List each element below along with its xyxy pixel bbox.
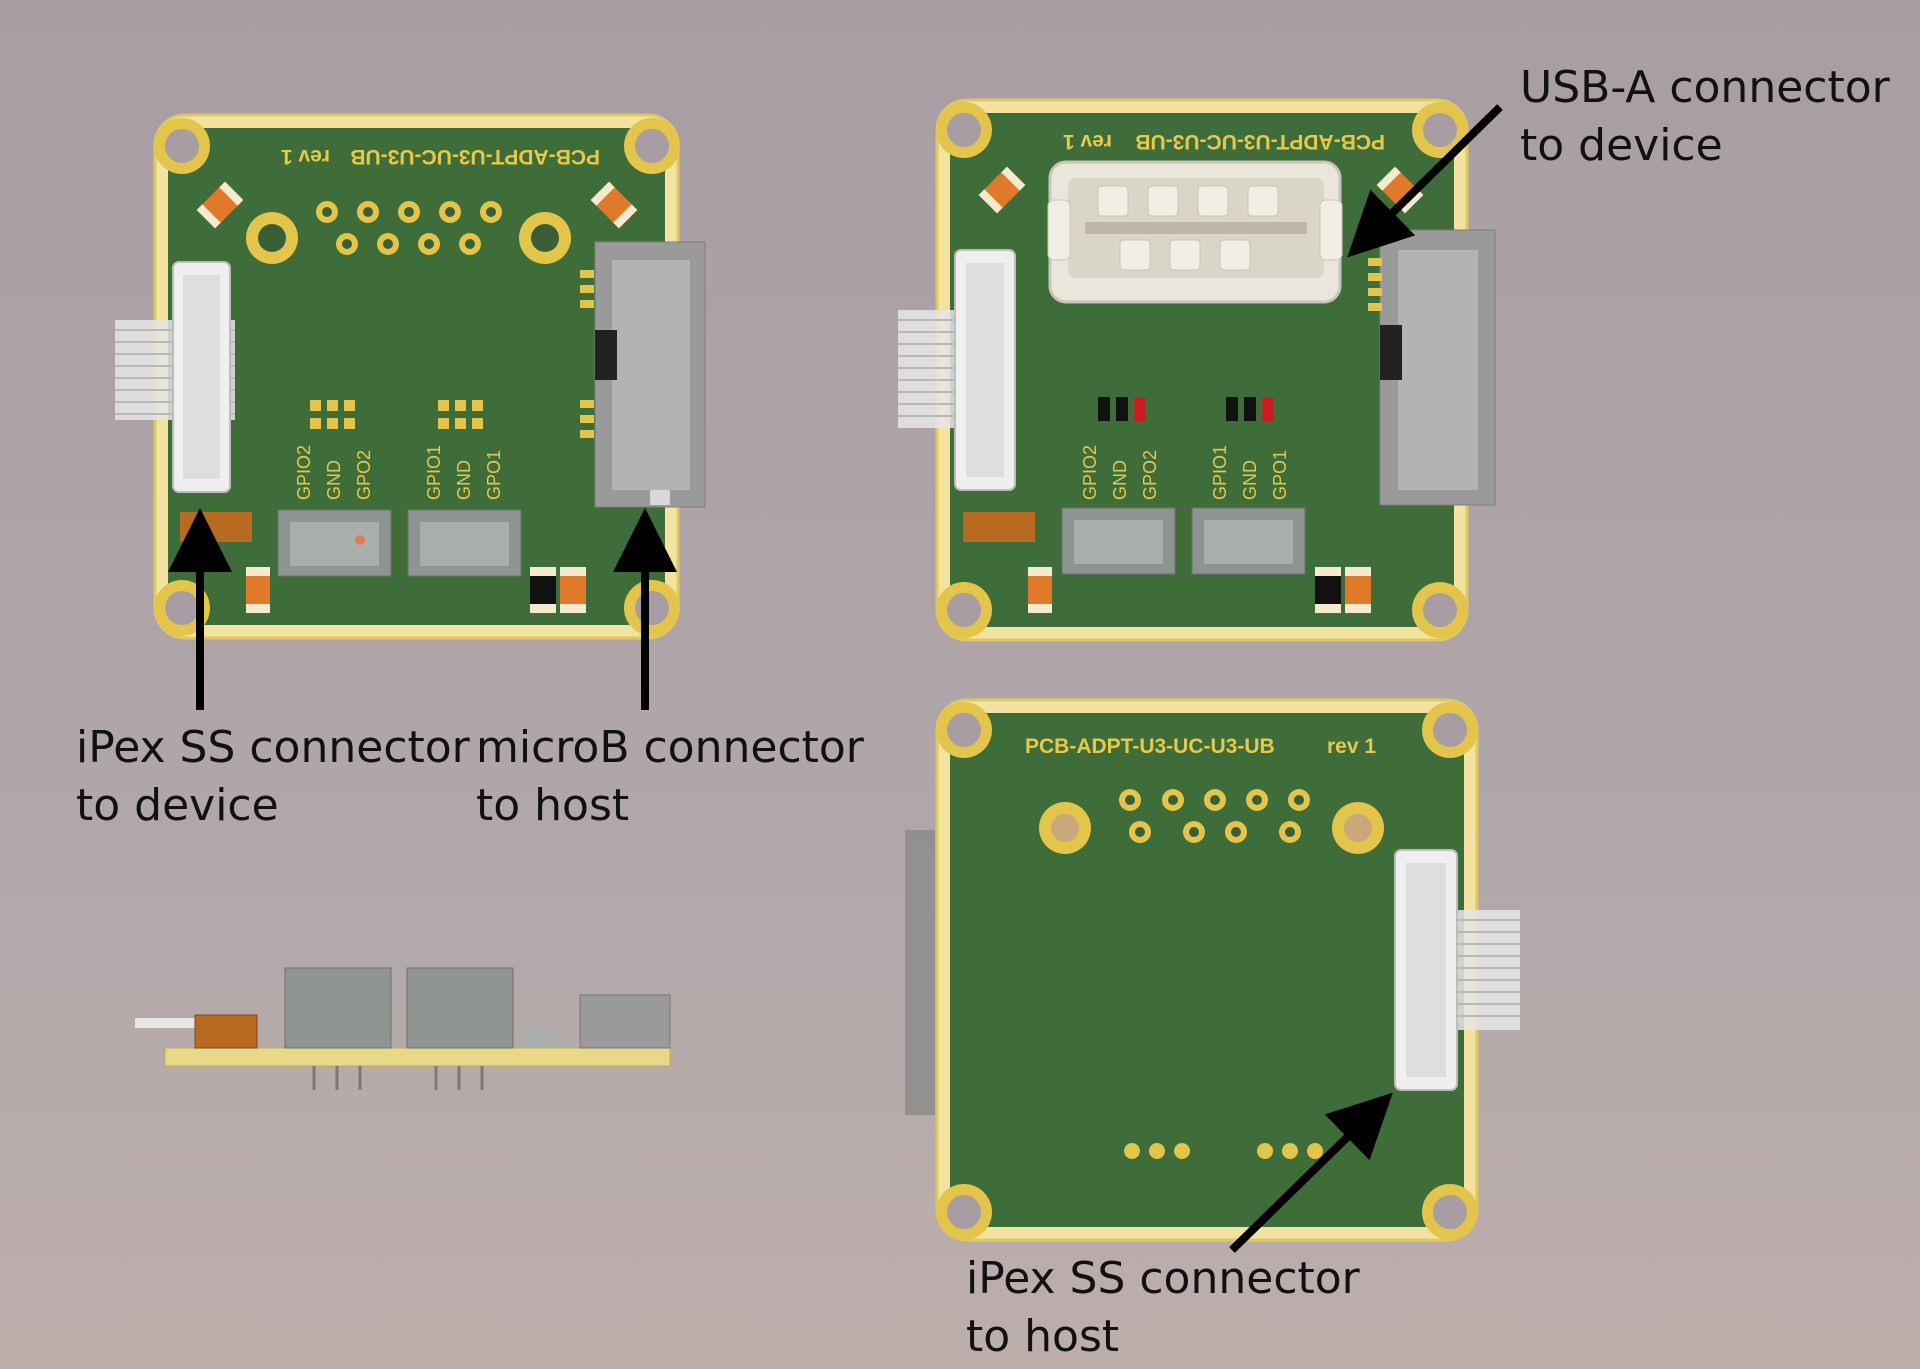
callout-usba-device-line1: USB-A connector: [1520, 62, 1890, 113]
microb-connector-top-right: [1379, 229, 1496, 506]
ipex-connector-bottom-right: [1394, 849, 1520, 1091]
pcb-top-right: PCB-ADPT-U3-UC-U3-UB rev 1: [898, 98, 1496, 642]
header-label-gpio1: GPIO1: [424, 445, 444, 500]
ipex-connector-top-right: [898, 249, 1016, 491]
callout-ipex-host: iPex SS connector to host: [966, 1250, 1360, 1366]
pcb-side-view: [135, 967, 671, 1090]
callout-microb-host-line2: to host: [476, 780, 630, 831]
header-label-gnd: GND: [454, 460, 474, 500]
callout-ipex-host-line1: iPex SS connector: [966, 1253, 1360, 1304]
callout-ipex-device-line1: iPex SS connector: [76, 722, 470, 773]
header-label-gpo2: GPO2: [1140, 450, 1160, 500]
microb-connector: [594, 241, 706, 508]
callout-ipex-host-line2: to host: [966, 1311, 1120, 1362]
header-label-gpo1: GPO1: [1270, 450, 1290, 500]
silkscreen-rev-top-right: rev 1: [1063, 130, 1112, 153]
callout-microb-host-line1: microB connector: [476, 722, 864, 773]
arrow-usba-device: [1347, 104, 1503, 258]
callout-usba-device-line2: to device: [1520, 120, 1723, 171]
ipex-connector-top-left: [115, 261, 235, 493]
silkscreen-title-top-left: PCB-ADPT-U3-UC-U3-UB: [350, 145, 600, 168]
header-label-gnd: GND: [1110, 460, 1130, 500]
silkscreen-rev-bottom-right: rev 1: [1327, 735, 1376, 758]
header-label-gnd: GND: [1240, 460, 1260, 500]
header-label-gpio1: GPIO1: [1210, 445, 1230, 500]
header-label-gpio2: GPIO2: [1080, 445, 1100, 500]
header-label-gpio2: GPIO2: [294, 445, 314, 500]
callout-usba-device: USB-A connector to device: [1520, 59, 1890, 175]
pcb-bottom-right: PCB-ADPT-U3-UC-U3-UB rev 1: [905, 698, 1520, 1242]
arrow-ipex-host: [1229, 1092, 1393, 1253]
callout-microb-host: microB connector to host: [476, 719, 864, 835]
silkscreen-title-top-right: PCB-ADPT-U3-UC-U3-UB: [1135, 130, 1385, 153]
header-label-gnd: GND: [324, 460, 344, 500]
pcb-top-left: PCB-ADPT-U3-UC-U3-UB rev 1 GPIO2 GND GPO…: [115, 113, 706, 640]
header-label-gpo2: GPO2: [354, 450, 374, 500]
usb-a-connector: [1047, 160, 1343, 304]
callout-ipex-device-line2: to device: [76, 780, 279, 831]
silkscreen-title-bottom-right: PCB-ADPT-U3-UC-U3-UB: [1025, 735, 1275, 758]
silkscreen-rev-top-left: rev 1: [281, 145, 330, 168]
header-label-gpo1: GPO1: [484, 450, 504, 500]
callout-ipex-device: iPex SS connector to device: [76, 719, 470, 835]
